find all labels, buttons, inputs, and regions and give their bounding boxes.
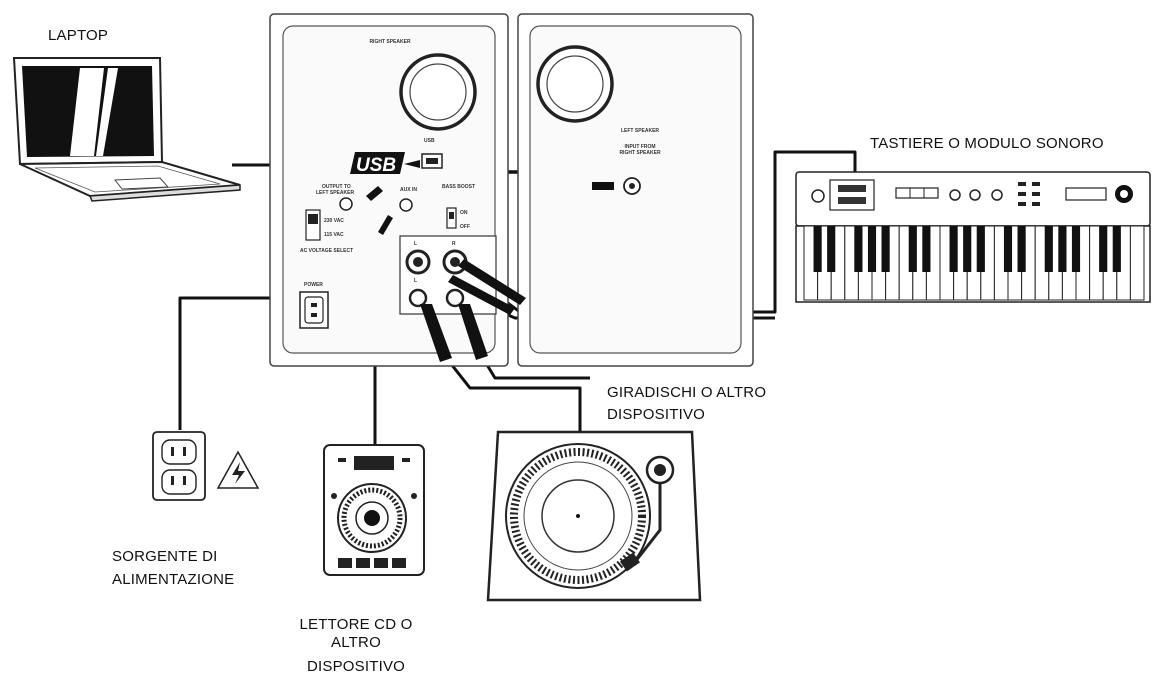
- input-r-top-label: R: [452, 241, 456, 247]
- right-speaker-label: RIGHT SPEAKER: [369, 39, 411, 45]
- black-key: [922, 226, 931, 272]
- voltage-select-label: AC VOLTAGE SELECT: [300, 248, 353, 254]
- black-key: [1071, 226, 1081, 272]
- output-label-1: OUTPUT TO: [322, 184, 351, 190]
- input-l-top-label: L: [414, 241, 417, 247]
- input-l-bottom-label: L: [414, 278, 417, 284]
- keyboard-label: TASTIERE O MODULO SONORO: [870, 135, 1104, 152]
- cd-label-line-1: LETTORE CD O: [299, 616, 413, 633]
- black-key: [1112, 226, 1121, 272]
- left-speaker-sub-1: INPUT FROM: [624, 144, 655, 150]
- black-key: [854, 226, 863, 272]
- keyboard: [795, 171, 1151, 303]
- power-label-line-1: SORGENTE DI: [112, 548, 218, 565]
- v115-label: 115 VAC: [324, 232, 344, 238]
- turntable-cable-1: [438, 349, 582, 432]
- black-key: [813, 226, 822, 272]
- cd-player: [323, 444, 425, 576]
- black-key: [1003, 226, 1013, 272]
- black-key: [1058, 226, 1067, 272]
- black-key: [1099, 226, 1108, 272]
- off-label: OFF: [460, 224, 470, 230]
- plugs: [366, 182, 614, 362]
- black-key: [949, 226, 958, 272]
- high-voltage-warning-icon: [216, 450, 260, 489]
- white-key: [1129, 225, 1145, 301]
- power-label: POWER: [304, 282, 323, 288]
- output-label-2: LEFT SPEAKER: [316, 190, 354, 196]
- usb-logo: USB: [356, 155, 396, 176]
- on-label: ON: [460, 210, 468, 216]
- cd-label-line-3: DISPOSITIVO: [306, 658, 406, 675]
- power-label-line-2: ALIMENTAZIONE: [112, 571, 235, 588]
- left-speaker-label: LEFT SPEAKER: [621, 128, 659, 134]
- bass-boost-label: BASS BOOST: [442, 184, 475, 190]
- power-outlet: [152, 431, 206, 501]
- black-key: [867, 226, 877, 272]
- left-speaker-sub-2: RIGHT SPEAKER: [619, 150, 661, 156]
- keyboard-cable: [459, 150, 857, 314]
- black-key: [827, 226, 836, 272]
- right-speaker: RIGHT SPEAKER USB USB OUTPUT TO LEFT SPE…: [269, 13, 509, 367]
- cd-label-line-2: ALTRO: [331, 634, 381, 651]
- usb-port-label: USB: [424, 138, 435, 144]
- black-key: [976, 226, 985, 272]
- turntable-label-line-2: DISPOSITIVO: [607, 406, 706, 423]
- left-speaker: LEFT SPEAKER INPUT FROM RIGHT SPEAKER: [517, 13, 754, 367]
- power-cable: [178, 296, 300, 430]
- aux-in-label: AUX IN: [400, 187, 417, 193]
- turntable-label-line-1: GIRADISCHI O ALTRO: [607, 384, 767, 401]
- black-key: [1044, 226, 1053, 272]
- black-key: [963, 226, 972, 272]
- black-key: [881, 226, 890, 272]
- black-keys: [813, 226, 1121, 272]
- laptop: [12, 57, 241, 202]
- laptop-label: LAPTOP: [48, 27, 109, 44]
- v230-label: 230 VAC: [324, 218, 344, 224]
- black-key: [908, 226, 917, 272]
- turntable: [486, 430, 702, 602]
- black-key: [1017, 226, 1026, 272]
